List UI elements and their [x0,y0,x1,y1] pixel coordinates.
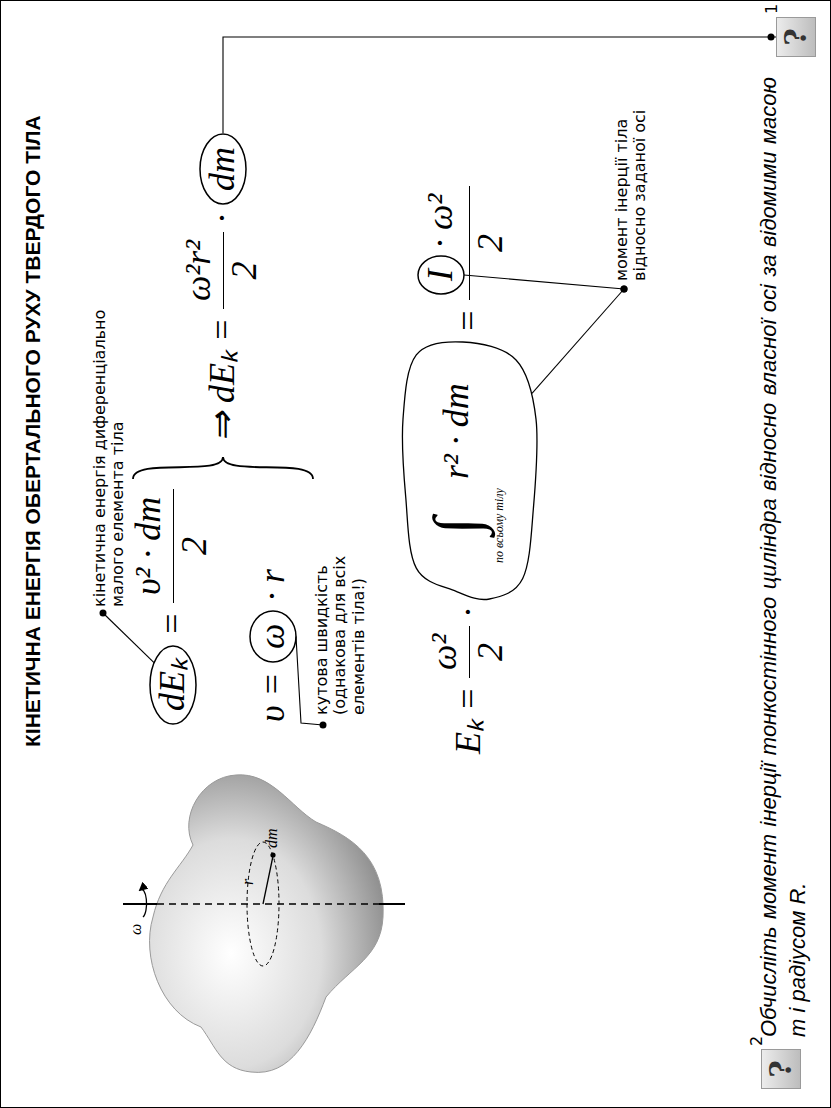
circled-term: dm [199,133,247,205]
figure-label: r [239,877,257,887]
integral-region: ∫по всьому тілу r² · dm [403,342,536,599]
formula-part: ω² [425,631,465,673]
circle-outline [200,134,246,204]
leader-connector [223,37,776,133]
question-text: Обчисліть момент інерції тонкостінного ц… [755,77,812,1037]
circle-outline [150,646,196,724]
formula-part: · [449,605,489,620]
formula-part: · ω² [421,191,461,251]
integral-sign: ∫ [419,517,496,535]
formula-part: 2 [175,534,215,558]
leader-dot [100,610,107,617]
rotation-arrow [140,889,147,917]
integration-domain: по всьому тілу [492,488,506,563]
rigid-body [150,775,384,1073]
annotation-text: кінетична енергія диференціально малого … [91,267,128,607]
leader-dot [621,286,628,293]
slide-title: КІНЕТИЧНА ЕНЕРГІЯ ОБЕРТАЛЬНОГО РУХУ ТВЕР… [21,115,45,747]
formula-part: Eₖ = [449,684,489,757]
figure-label: dm [263,826,281,850]
formula-term: ω [253,622,293,651]
formula-part: 2 [225,259,265,283]
leader-dot [621,286,628,293]
formula-term: dm [203,145,243,193]
region-outline [402,342,537,600]
formula-part: υ² · dm [129,494,169,598]
circled-term: I [417,255,465,295]
formula-part: υ = [253,669,293,725]
formula-part: 2 [471,231,511,255]
circled-term: ω [249,610,297,663]
formula-part: 2 [471,640,511,664]
question-mark: ? [777,18,815,56]
leader-line [532,289,624,393]
circle-outline [250,611,296,662]
formula-part: ⇒ dEₖ = [203,315,243,445]
formula-part: ω²r² [179,237,219,304]
formula-part: = [449,306,489,336]
fraction-bar [223,232,224,309]
hint-box: ?1 [776,17,816,57]
question-mark: ? [762,1050,800,1088]
fraction-bar [469,626,470,678]
formula-part: = [153,609,193,639]
fraction-bar [173,489,174,603]
fraction-bar [469,186,470,300]
hint-number: 1 [763,4,781,14]
leader-dot [320,722,327,729]
element-orbit [247,842,279,966]
hint-number: 2 [748,1036,766,1046]
annotation-text: момент інерції тіла відносно заданої осі [613,81,650,281]
integrand: r² · dm [437,380,477,482]
curly-brace [133,457,313,479]
formula-term: dEₖ [153,657,193,713]
mass-element [270,852,275,857]
radius-line [263,856,273,904]
circle-outline [418,256,464,294]
circled-term: dEₖ [149,645,197,725]
leader-line [103,613,154,663]
leader-dot [768,34,775,41]
annotation-text: кутова швидкість (однакова для всіх елем… [313,530,368,715]
hint-box: ?2 [761,1049,801,1089]
figure-label: ω [127,922,145,937]
rotation-axis [157,903,379,905]
rotation-axis [123,903,157,905]
formula-part: · r [253,566,293,604]
leader-line [464,275,624,289]
formula-term: I [421,267,461,283]
rotation-axis [379,903,405,905]
formula-part: · [203,211,243,226]
